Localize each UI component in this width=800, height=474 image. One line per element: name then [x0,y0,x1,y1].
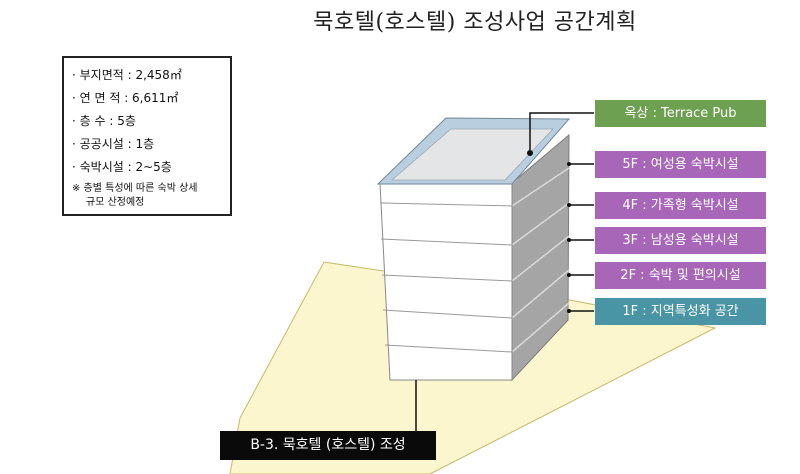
info-row-lodging: · 숙박시설 : 2~5층 [72,160,172,174]
info-row-public: · 공공시설 : 1층 [72,137,155,151]
info-note-line1: ※ 층별 특성에 따른 숙박 상세 [72,183,198,194]
info-note: ※ 층별 특성에 따른 숙박 상세 규모 산정예정 [72,182,224,210]
floor-label-rooftop: 옥상 : Terrace Pub [595,100,766,127]
site-info-box: · 부지면적 : 2,458㎡ · 연 면 적 : 6,611㎡ · 층 수 :… [62,56,232,216]
project-label: B-3. 묵호텔 (호스텔) 조성 [220,431,436,460]
floor-label-2f: 2F : 숙박 및 편의시설 [595,262,766,289]
info-note-line2: 규모 산정예정 [86,197,145,208]
front-floor-lines [379,202,513,353]
roof-top [390,128,554,181]
floor-label-1f: 1F : 지역특성화 공간 [595,298,766,325]
info-row-site-area: · 부지면적 : 2,458㎡ [72,68,182,82]
roof-leader-dot [527,150,533,156]
info-row-floors: · 층 수 : 5층 [72,114,136,128]
floor-label-4f: 4F : 가족형 숙박시설 [595,192,766,219]
floor-label-3f: 3F : 남성용 숙박시설 [595,227,766,254]
info-row-floor-area: · 연 면 적 : 6,611㎡ [72,91,179,105]
leader-lines [415,112,594,431]
side-floor-lines [511,167,570,353]
leader-dots [567,162,571,313]
floor-label-5f: 5F : 여성용 숙박시설 [595,151,766,178]
page-title: 묵호텔(호스텔) 조성사업 공간계획 [313,10,637,35]
